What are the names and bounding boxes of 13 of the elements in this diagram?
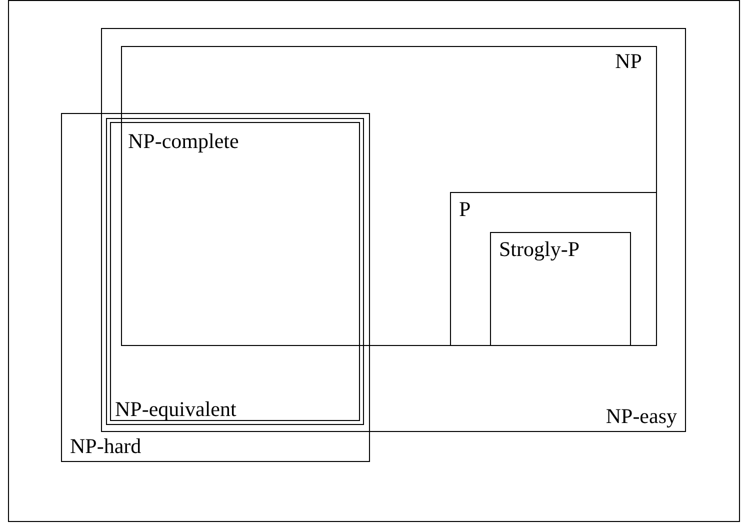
set-label: NP <box>615 51 642 72</box>
set-box <box>101 28 686 432</box>
set-box <box>490 232 631 346</box>
set-label: P <box>459 199 471 220</box>
set-box <box>450 192 657 346</box>
set-box <box>121 46 657 346</box>
set-label: Strogly-P <box>499 239 580 260</box>
set-label: NP-equivalent <box>115 399 236 420</box>
set-label: NP-complete <box>128 131 239 152</box>
set-label: NP-hard <box>70 436 142 457</box>
set-box <box>61 113 370 462</box>
set-label: NP-easy <box>606 406 677 427</box>
set-box <box>106 118 364 425</box>
